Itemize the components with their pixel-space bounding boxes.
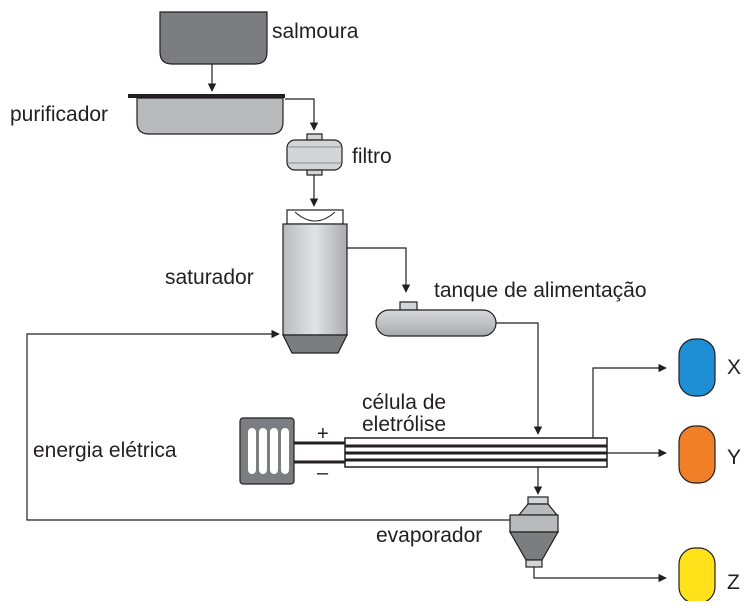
cell-label-line1: célula de <box>362 391 446 414</box>
product-X-label: X <box>727 356 741 379</box>
saturator-column <box>282 209 348 354</box>
feed-tank <box>375 301 497 337</box>
product-Z-capsule <box>678 547 716 604</box>
filter-label: filtro <box>352 145 392 168</box>
purifier-vessel <box>128 94 285 135</box>
arrow-feed-tank-to-cell <box>496 322 543 435</box>
evaporator <box>508 496 560 568</box>
negative-terminal-sign: – <box>317 462 329 484</box>
purifier-label: purificador <box>10 103 108 126</box>
product-Z-label: Z <box>727 571 740 594</box>
evaporator-label: evaporador <box>376 524 482 547</box>
brine-vessel <box>159 11 268 65</box>
cell-label-line2: eletrólise <box>362 413 446 436</box>
power-label: energia elétrica <box>33 439 177 462</box>
product-Y-capsule <box>678 425 716 484</box>
positive-terminal-sign: + <box>317 423 329 445</box>
brine-label: salmoura <box>272 20 359 43</box>
arrow-saturator-to-feed-tank <box>347 247 411 293</box>
arrow-cell-to-X <box>592 363 667 438</box>
feed-tank-label: tanque de alimentação <box>434 279 647 302</box>
filter-unit <box>286 133 343 176</box>
arrow-purifier-to-filter <box>285 98 319 131</box>
arrow-recycle-to-saturator <box>26 329 510 521</box>
product-X-capsule <box>678 338 716 397</box>
product-Y-label: Y <box>727 446 741 469</box>
arrow-evaporator-to-Z <box>533 567 667 583</box>
power-source <box>239 417 295 485</box>
saturator-label: saturador <box>165 266 254 289</box>
electrolysis-cell <box>344 437 608 468</box>
